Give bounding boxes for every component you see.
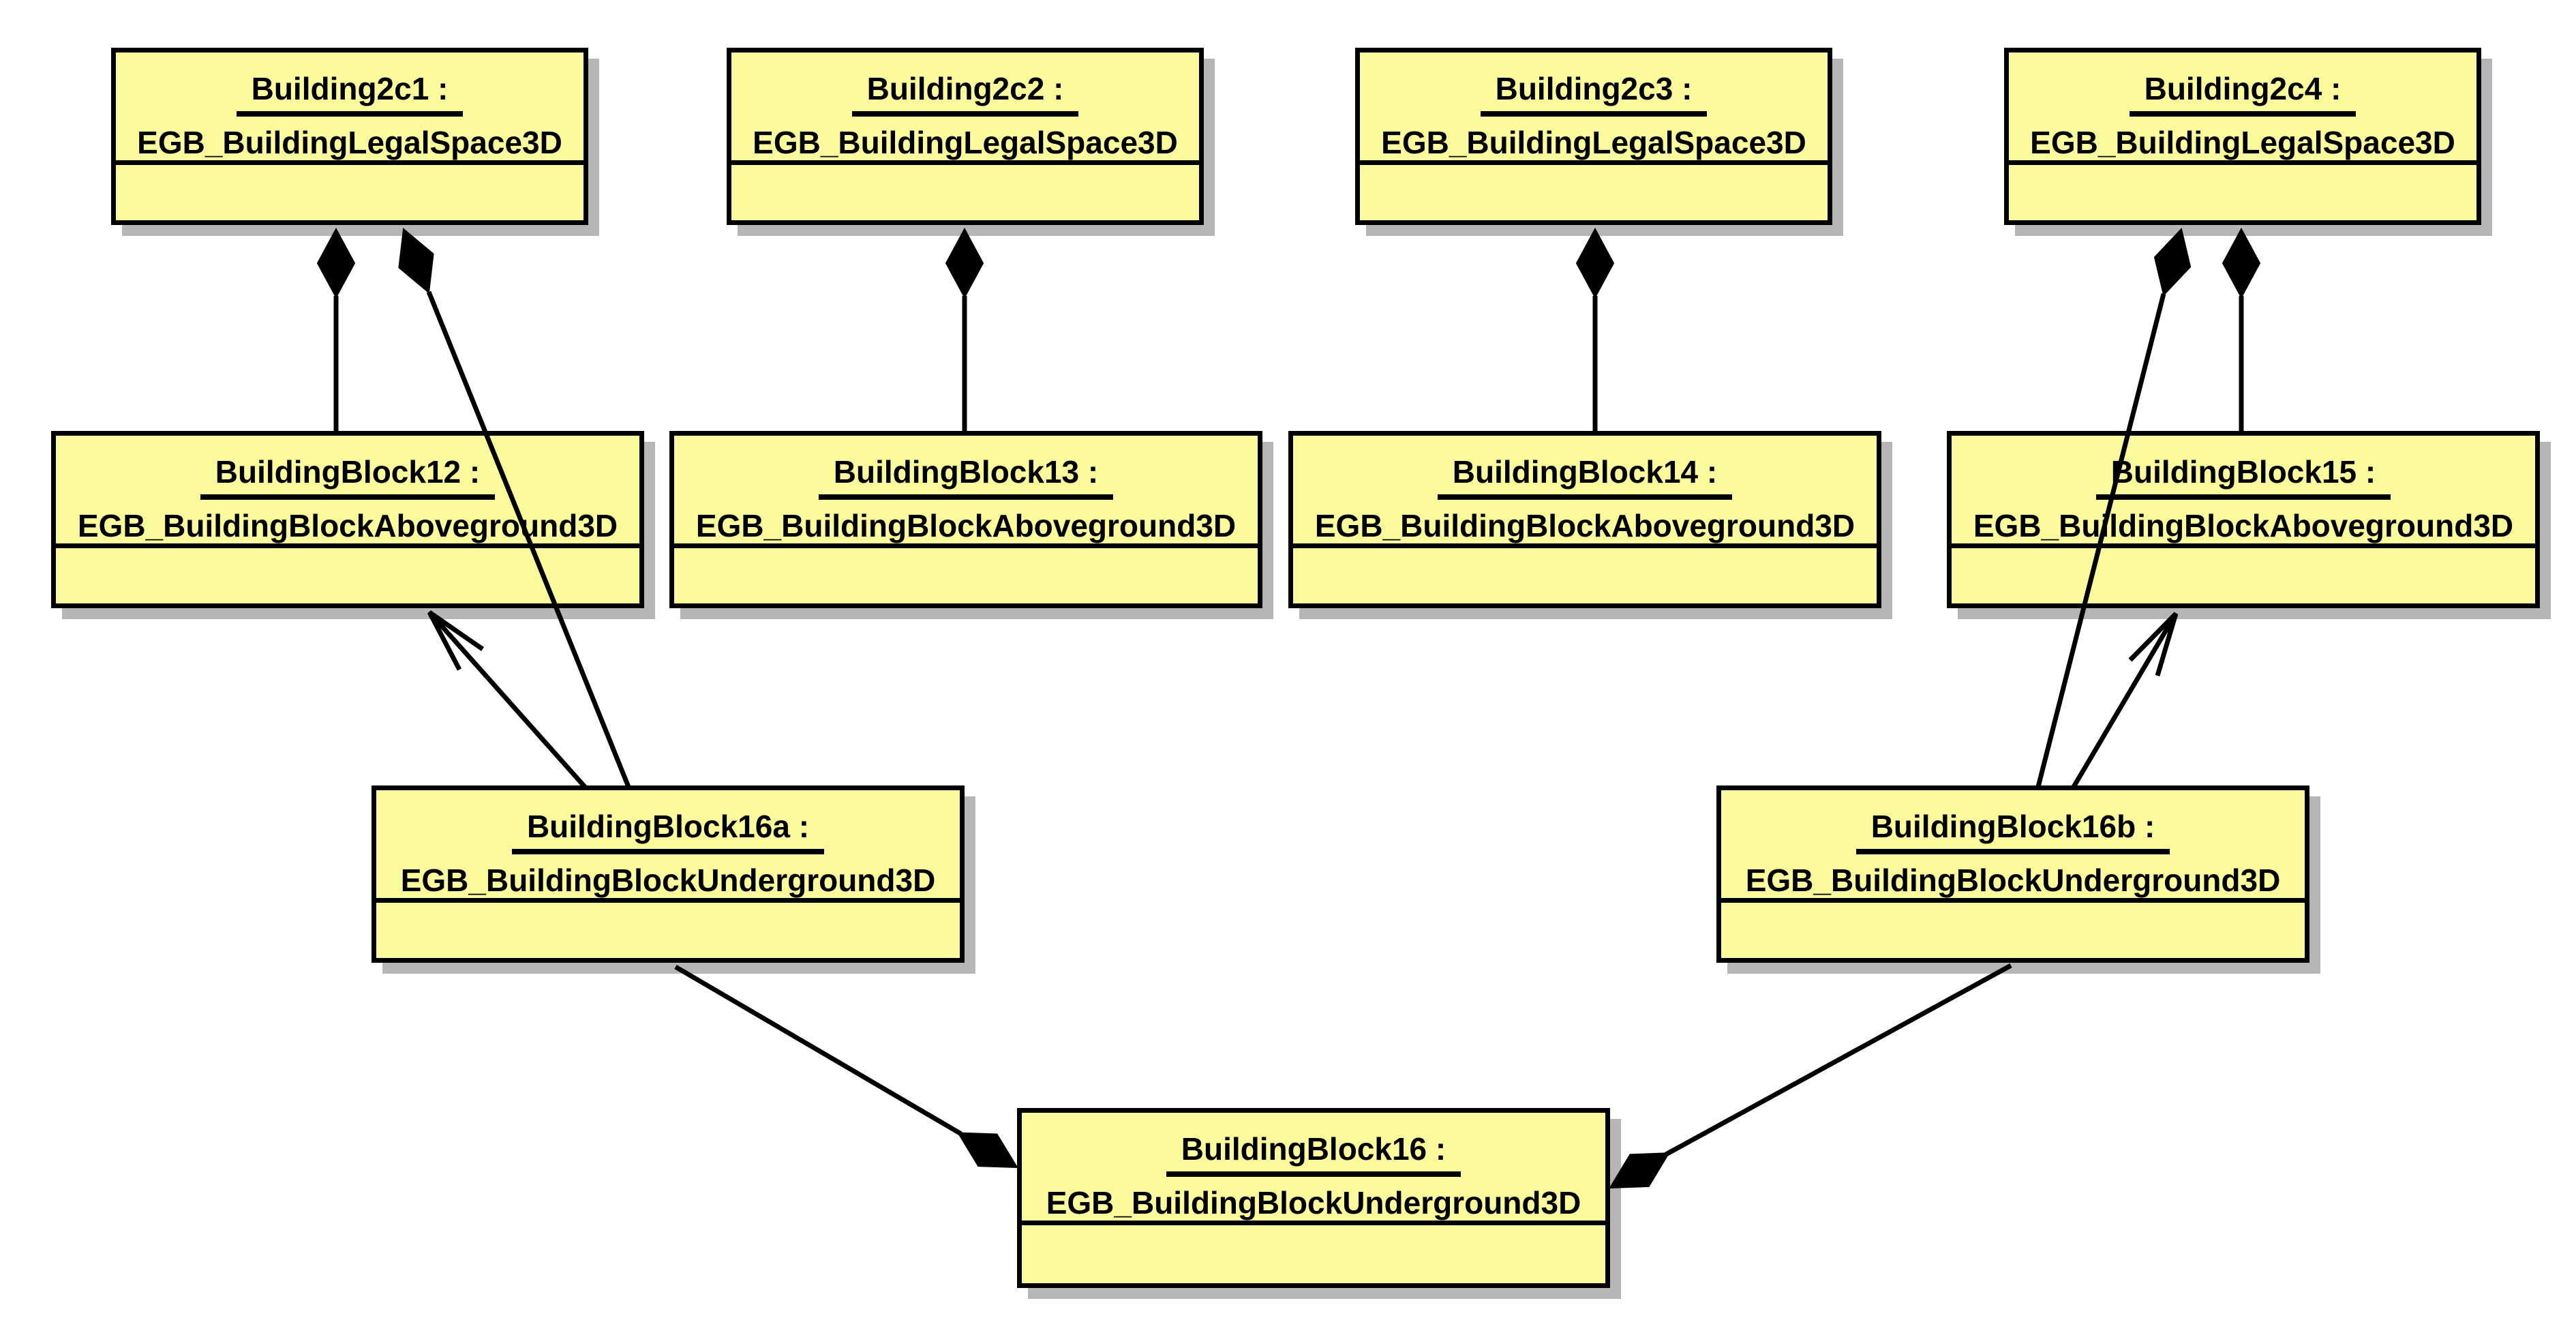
object-name: BuildingBlock14 :	[1437, 455, 1733, 500]
composition-diamond-icon	[956, 1132, 1018, 1169]
uml-object-building2c2[interactable]: Building2c2 : EGB_BuildingLegalSpace3D	[727, 48, 1204, 225]
name-compartment: BuildingBlock16b : EGB_BuildingBlockUnde…	[1721, 790, 2305, 898]
uml-object-buildingblock16[interactable]: BuildingBlock16 : EGB_BuildingBlockUnder…	[1017, 1108, 1610, 1288]
object-classifier: EGB_BuildingBlockUnderground3D	[400, 863, 936, 898]
attribute-compartment	[1293, 543, 1877, 603]
object-name: BuildingBlock13 :	[818, 455, 1114, 500]
object-name: Building2c2 :	[851, 72, 1079, 117]
composition-diamond-icon	[2222, 227, 2261, 299]
composition-diamond-icon	[316, 227, 356, 299]
association-edge-buildingblock16b-buildingblock15[interactable]	[2071, 612, 2179, 788]
attribute-compartment	[56, 543, 639, 603]
attribute-compartment	[1952, 543, 2535, 603]
object-classifier: EGB_BuildingBlockAboveground3D	[1314, 508, 1855, 543]
open-arrowhead-icon	[2128, 612, 2179, 676]
name-compartment: BuildingBlock12 : EGB_BuildingBlockAbove…	[56, 436, 639, 543]
composition-diamond-icon	[398, 228, 434, 294]
uml-object-building2c1[interactable]: Building2c1 : EGB_BuildingLegalSpace3D	[111, 48, 588, 225]
attribute-compartment	[674, 543, 1258, 603]
uml-object-buildingblock16a[interactable]: BuildingBlock16a : EGB_BuildingBlockUnde…	[372, 785, 965, 963]
uml-object-buildingblock13[interactable]: BuildingBlock13 : EGB_BuildingBlockAbove…	[669, 431, 1262, 608]
composition-edge-building2c2-buildingblock13[interactable]	[945, 227, 984, 432]
object-classifier: EGB_BuildingBlockUnderground3D	[1046, 1185, 1581, 1220]
object-name: BuildingBlock15 :	[2095, 455, 2391, 500]
object-classifier: EGB_BuildingBlockUnderground3D	[1745, 863, 2281, 898]
composition-diamond-icon	[945, 227, 984, 299]
uml-object-buildingblock15[interactable]: BuildingBlock15 : EGB_BuildingBlockAbove…	[1947, 431, 2540, 608]
association-edge-buildingblock16a-buildingblock12[interactable]	[427, 610, 587, 789]
uml-object-buildingblock14[interactable]: BuildingBlock14 : EGB_BuildingBlockAbove…	[1288, 431, 1881, 608]
attribute-compartment	[116, 160, 584, 220]
attribute-compartment	[731, 160, 1199, 220]
object-name: BuildingBlock12 :	[200, 455, 496, 500]
object-name: BuildingBlock16 :	[1166, 1132, 1461, 1177]
name-compartment: Building2c2 : EGB_BuildingLegalSpace3D	[731, 53, 1199, 160]
attribute-compartment	[2009, 160, 2476, 220]
uml-object-buildingblock12[interactable]: BuildingBlock12 : EGB_BuildingBlockAbove…	[51, 431, 644, 608]
open-arrowhead-icon	[427, 610, 484, 671]
attribute-compartment	[376, 898, 960, 958]
composition-edge-building2c3-buildingblock14[interactable]	[1575, 227, 1615, 432]
composition-edge-building2c4-buildingblock15[interactable]	[2222, 227, 2261, 432]
attribute-compartment	[1022, 1220, 1605, 1283]
object-name: Building2c4 :	[2129, 72, 2357, 117]
object-classifier: EGB_BuildingBlockAboveground3D	[1973, 508, 2514, 543]
name-compartment: BuildingBlock13 : EGB_BuildingBlockAbove…	[674, 436, 1258, 543]
uml-object-buildingblock16b[interactable]: BuildingBlock16b : EGB_BuildingBlockUnde…	[1716, 785, 2309, 963]
object-classifier: EGB_BuildingBlockAboveground3D	[77, 508, 618, 543]
object-name: Building2c1 :	[236, 72, 464, 117]
name-compartment: Building2c4 : EGB_BuildingLegalSpace3D	[2009, 53, 2476, 160]
name-compartment: BuildingBlock15 : EGB_BuildingBlockAbove…	[1952, 436, 2535, 543]
composition-diamond-icon	[2153, 227, 2192, 297]
composition-edge-buildingblock16-buildingblock16b[interactable]	[1601, 963, 2012, 1203]
object-name: BuildingBlock16b :	[1855, 809, 2170, 854]
object-name: BuildingBlock16a :	[511, 809, 825, 854]
composition-edge-building2c1-buildingblock12[interactable]	[316, 227, 356, 432]
name-compartment: BuildingBlock16 : EGB_BuildingBlockUnder…	[1022, 1113, 1605, 1220]
name-compartment: BuildingBlock14 : EGB_BuildingBlockAbove…	[1293, 436, 1877, 543]
object-classifier: EGB_BuildingBlockAboveground3D	[695, 508, 1237, 543]
name-compartment: Building2c3 : EGB_BuildingLegalSpace3D	[1360, 53, 1828, 160]
name-compartment: BuildingBlock16a : EGB_BuildingBlockUnde…	[376, 790, 960, 898]
attribute-compartment	[1721, 898, 2305, 958]
composition-diamond-icon	[1609, 1152, 1670, 1189]
uml-object-building2c4[interactable]: Building2c4 : EGB_BuildingLegalSpace3D	[2004, 48, 2481, 225]
uml-object-building2c3[interactable]: Building2c3 : EGB_BuildingLegalSpace3D	[1355, 48, 1832, 225]
composition-diamond-icon	[1575, 227, 1615, 299]
object-classifier: EGB_BuildingLegalSpace3D	[753, 125, 1178, 160]
object-classifier: EGB_BuildingLegalSpace3D	[1381, 125, 1806, 160]
composition-edge-buildingblock16-buildingblock16a[interactable]	[674, 964, 1027, 1183]
object-classifier: EGB_BuildingLegalSpace3D	[137, 125, 562, 160]
object-name: Building2c3 :	[1480, 72, 1708, 117]
attribute-compartment	[1360, 160, 1828, 220]
name-compartment: Building2c1 : EGB_BuildingLegalSpace3D	[116, 53, 584, 160]
object-classifier: EGB_BuildingLegalSpace3D	[2030, 125, 2455, 160]
